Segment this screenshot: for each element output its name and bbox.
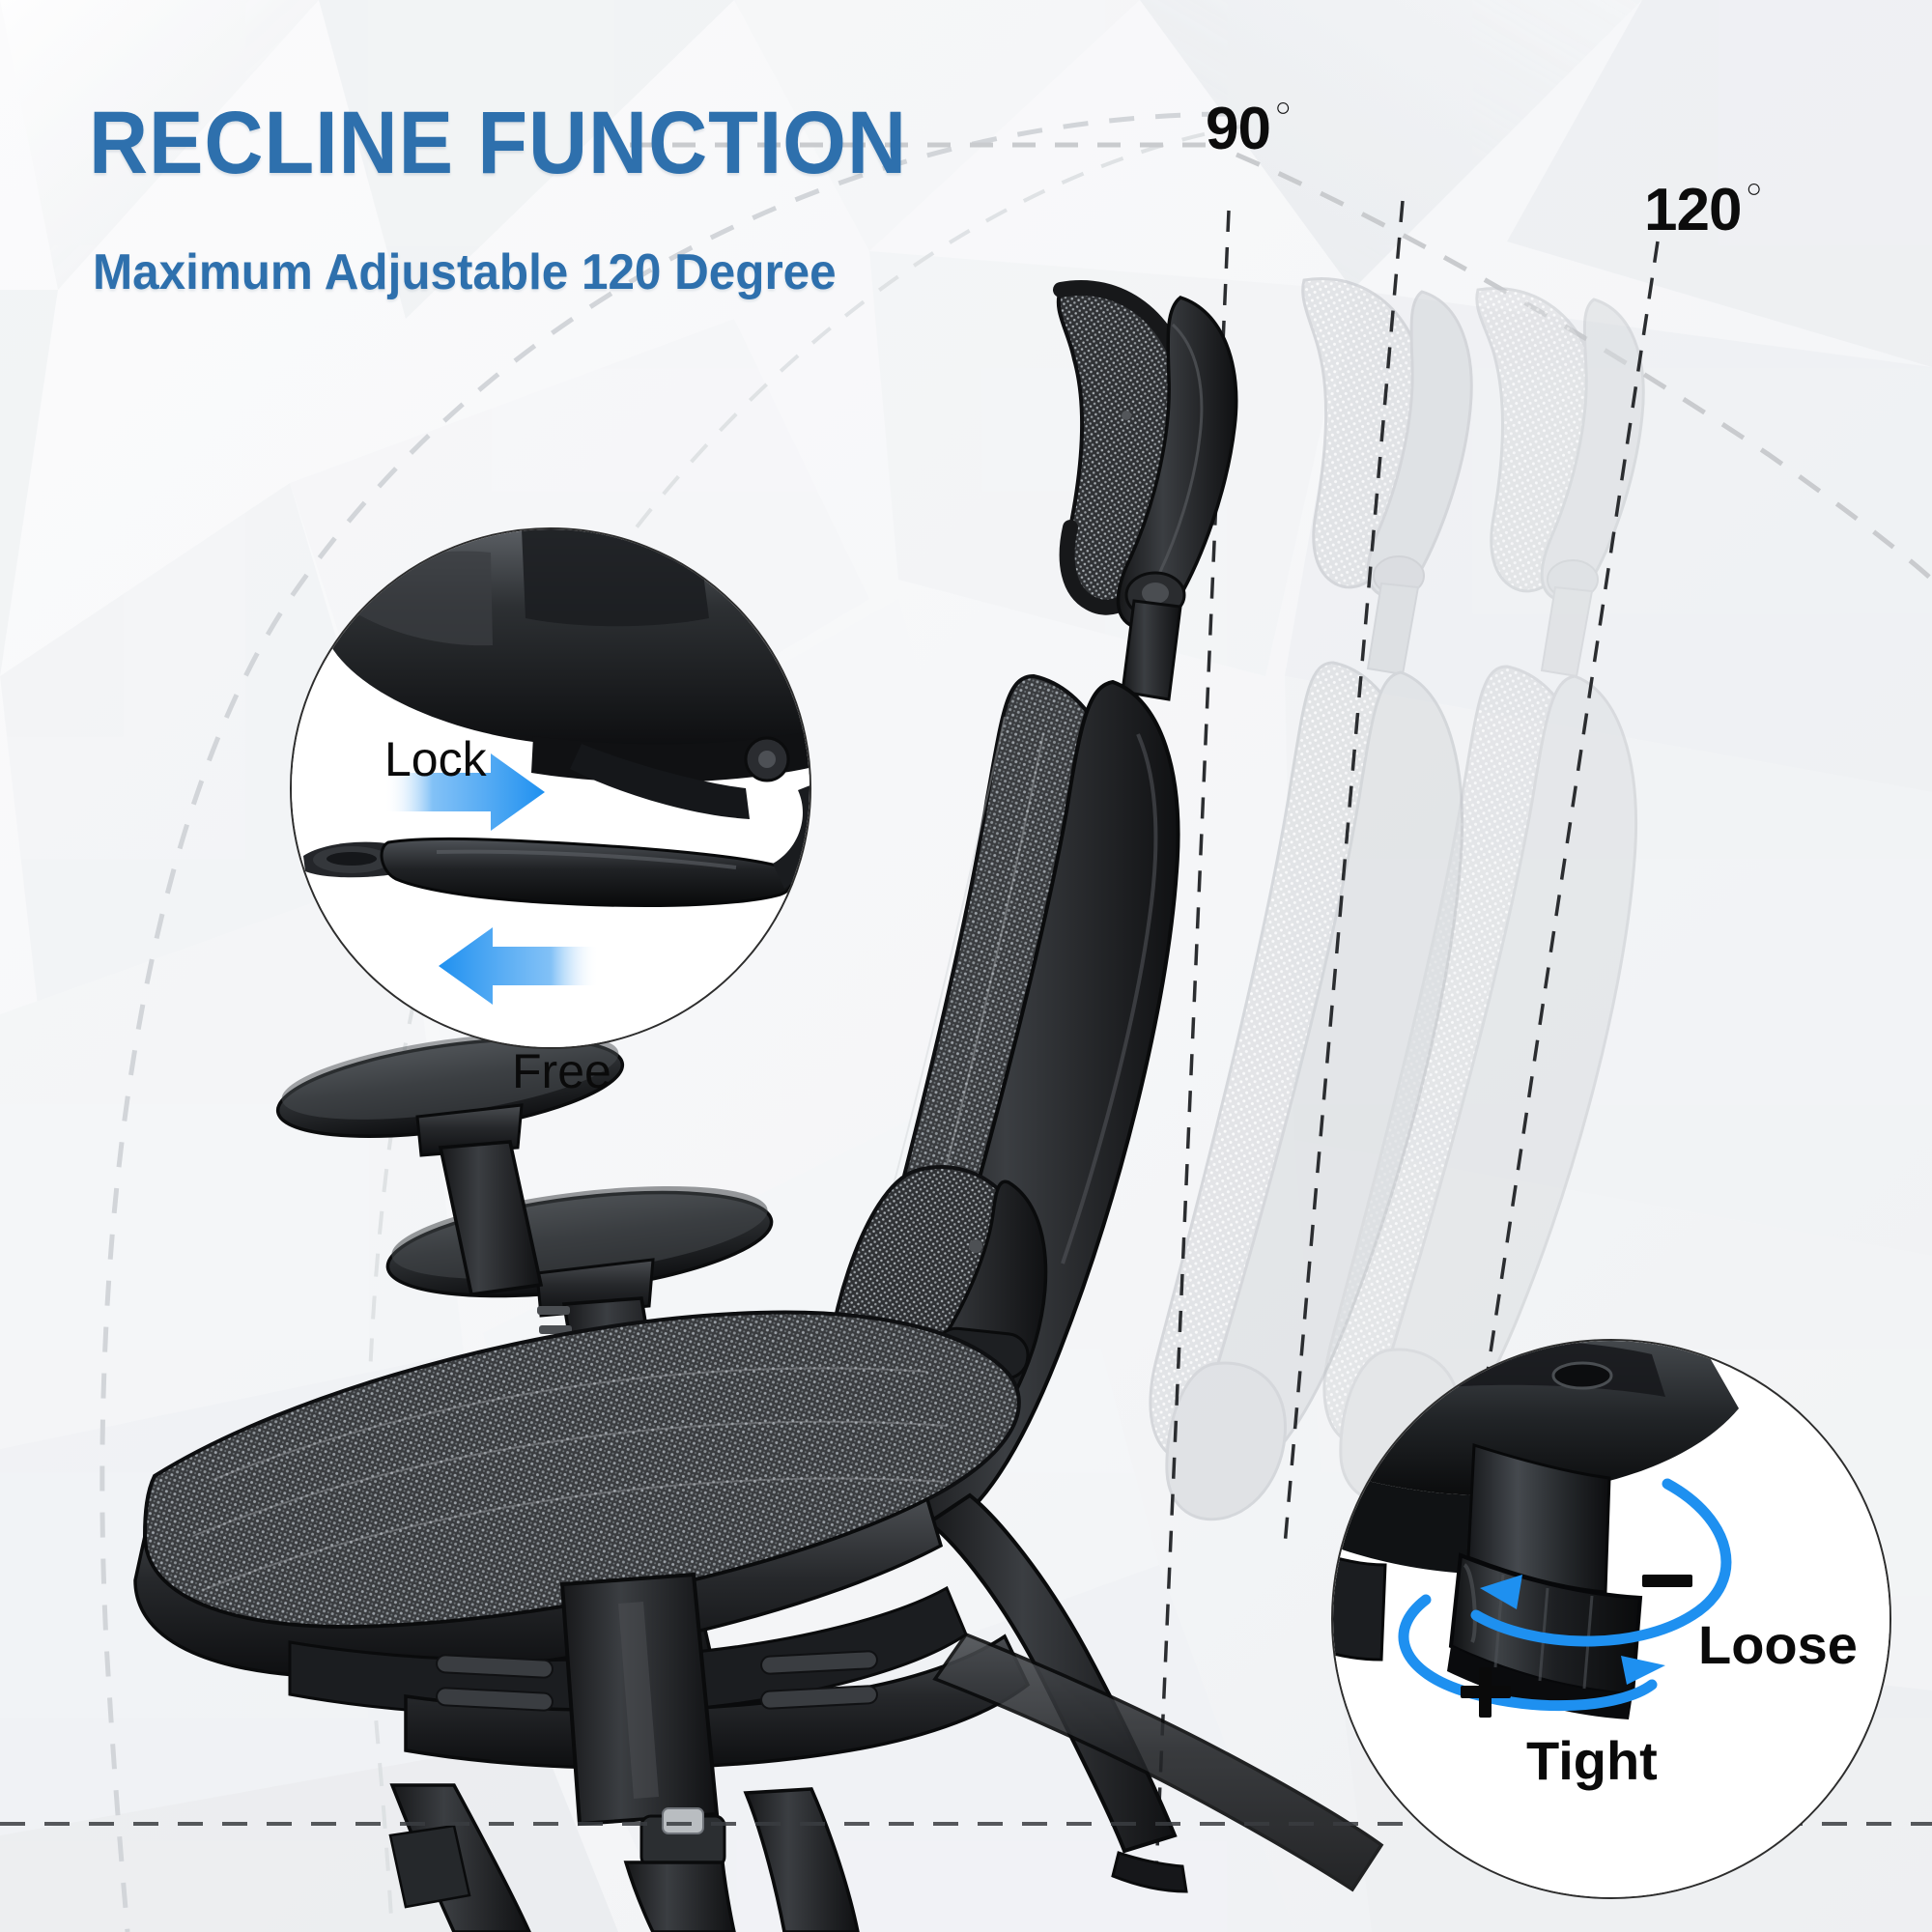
tension-knob-photo <box>1333 1341 1889 1897</box>
tight-label: Tight <box>1526 1730 1658 1791</box>
chair-back-ghost-105 <box>1149 277 1473 1521</box>
dash-105 <box>1283 200 1405 1547</box>
lock-label: Lock <box>384 732 487 786</box>
angle-90-value: 90 <box>1206 96 1271 162</box>
page-subtitle: Maximum Adjustable 120 Degree <box>93 244 837 300</box>
dash-90 <box>1153 210 1231 1894</box>
dash-120 <box>1486 241 1660 1373</box>
loose-label: Loose <box>1698 1614 1858 1675</box>
angle-120-value: 120 <box>1644 177 1742 243</box>
degree-symbol-icon: ○ <box>1274 93 1291 123</box>
callout-tilt-lock <box>290 527 811 1049</box>
armrest-left <box>275 1033 625 1296</box>
tilt-lever <box>303 785 810 908</box>
angle-label-120: 120○ <box>1644 174 1762 244</box>
seat-mesh <box>133 1310 1021 1679</box>
arrow-free-left <box>439 927 599 1005</box>
angle-dash-lines <box>1153 200 1660 1894</box>
rotation-arrowheads <box>1480 1575 1665 1685</box>
gas-cylinder <box>623 1807 736 1932</box>
free-label: Free <box>512 1044 611 1098</box>
minus-sign-icon <box>1642 1575 1692 1587</box>
plus-sign-icon-v <box>1479 1667 1492 1718</box>
page-title: RECLINE FUNCTION <box>89 94 907 192</box>
callout-tension-knob <box>1331 1339 1891 1899</box>
angle-label-90: 90○ <box>1206 93 1291 163</box>
headrest-stem <box>1121 599 1182 701</box>
hundredtwenty-degree-guide <box>1236 152 1932 582</box>
tilt-lock-photo <box>292 529 810 1047</box>
degree-symbol-icon: ○ <box>1746 174 1761 204</box>
arrow-lock-right <box>384 753 545 831</box>
